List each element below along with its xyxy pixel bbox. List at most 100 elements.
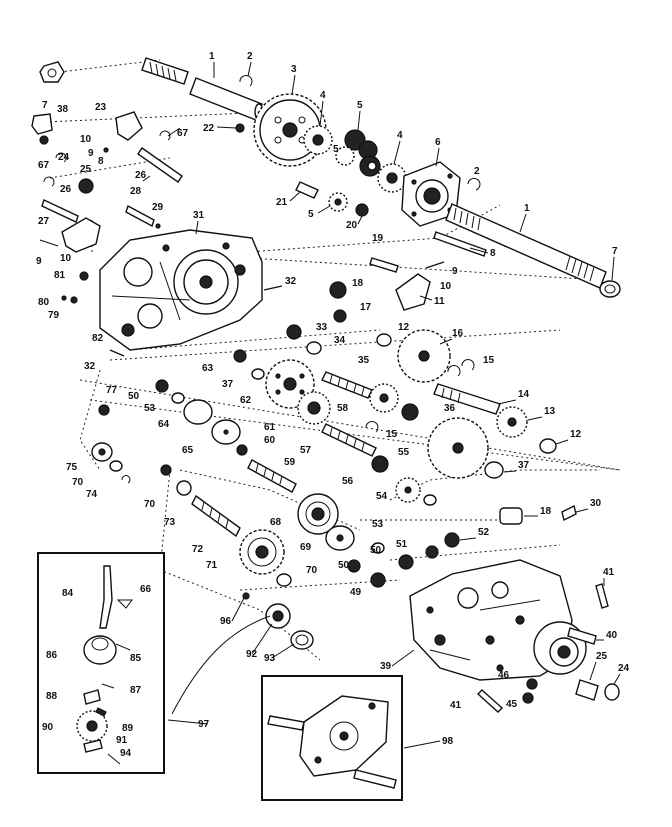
callout-84: 84 (62, 588, 74, 599)
washer-bottom-54 (423, 494, 437, 506)
callout-82: 82 (92, 333, 104, 344)
callout-70b: 70 (144, 499, 156, 510)
callout-90: 90 (42, 722, 54, 733)
callout-37a: 37 (222, 379, 234, 390)
shift-housing-86 (83, 635, 117, 665)
callout-1b: 1 (524, 203, 530, 214)
bolt-8b (433, 231, 487, 257)
callout-51: 51 (396, 539, 408, 550)
callout-98: 98 (442, 736, 454, 747)
callout-32a: 32 (285, 276, 297, 287)
clip-74a (121, 475, 131, 484)
clip-15a (447, 365, 461, 377)
callout-56: 56 (342, 476, 354, 487)
shaft-59 (247, 459, 297, 493)
callout-5c: 5 (308, 209, 314, 220)
shaft-57 (321, 423, 377, 457)
case-half-31 (99, 229, 263, 351)
callout-96: 96 (220, 616, 232, 627)
callout-7a: 7 (42, 100, 48, 111)
callout-34: 34 (334, 335, 346, 346)
gear-5c (328, 192, 348, 212)
gear-54 (395, 477, 421, 503)
inset-box-97 (37, 552, 165, 774)
bolt-9-10b (425, 261, 445, 269)
callout-27: 27 (38, 216, 50, 227)
dashed-leader-lines (44, 59, 621, 661)
disc-64 (183, 399, 213, 425)
callout-29: 29 (152, 202, 164, 213)
bushing-51 (425, 545, 439, 559)
gear-62 (265, 359, 315, 409)
callout-17: 17 (360, 302, 372, 313)
callout-9a: 9 (88, 148, 94, 159)
callout-8a: 8 (98, 156, 104, 167)
callout-50b: 50 (370, 545, 382, 556)
case-half-39 (409, 559, 587, 681)
callout-71: 71 (206, 560, 218, 571)
rod-26a (137, 147, 183, 183)
callout-60: 60 (264, 435, 276, 446)
top-shaft-assembly (39, 57, 621, 298)
callout-8b: 8 (490, 248, 496, 259)
connector-curve (171, 615, 271, 715)
inset-box-98 (261, 675, 403, 801)
callout-36: 36 (444, 403, 456, 414)
callout-86: 86 (46, 650, 58, 661)
bushing-46 (526, 678, 538, 690)
bushing-36 (401, 403, 419, 421)
bolt-9-10 (39, 239, 59, 247)
callout-41b: 41 (450, 700, 462, 711)
callout-80: 80 (38, 297, 50, 308)
callout-67a: 67 (177, 128, 189, 139)
shift-linkage-parts (31, 111, 183, 304)
bushing-50a (155, 379, 169, 393)
bracket-38 (31, 113, 53, 135)
bushing-73 (176, 480, 192, 496)
bushing-50c (347, 559, 361, 573)
clip-66 (116, 599, 133, 609)
washer-75 (91, 442, 113, 462)
washer-12b (539, 438, 557, 454)
spring-clip-67a (159, 130, 171, 141)
clip-15b (365, 421, 379, 433)
callout-10b: 10 (60, 253, 72, 264)
bolt-41b (476, 689, 504, 713)
callout-69: 69 (300, 542, 312, 553)
callout-19: 19 (372, 233, 384, 244)
callout-39: 39 (380, 661, 392, 672)
callout-10a: 10 (80, 134, 92, 145)
bushing-20 (355, 203, 369, 217)
bushing-18b (499, 507, 523, 525)
clip-15a2 (461, 359, 475, 371)
callout-54: 54 (376, 491, 388, 502)
snap-ring-2b (467, 177, 481, 191)
callout-2b: 2 (474, 166, 480, 177)
gear-4a (303, 125, 333, 155)
shaft-14 (433, 383, 501, 415)
pin-32b (109, 349, 125, 357)
callout-2a: 2 (247, 51, 253, 62)
callout-28: 28 (130, 186, 142, 197)
washer-70a (109, 460, 123, 472)
callout-45: 45 (506, 699, 518, 710)
callout-7b: 7 (612, 246, 618, 257)
shaft-72 (191, 494, 241, 538)
callout-79: 79 (48, 310, 60, 321)
callout-9c: 9 (452, 266, 458, 277)
washer-37a (251, 368, 265, 380)
callout-11: 11 (434, 296, 445, 307)
callout-15b: 15 (386, 429, 398, 440)
callout-labels: 1 2 3 4 5 7 38 23 67 22 10 9 8 24 67 25 … (36, 51, 630, 759)
pin-96 (242, 592, 250, 600)
callout-93: 93 (264, 653, 276, 664)
callout-16: 16 (452, 328, 464, 339)
callout-10c: 10 (440, 281, 452, 292)
bolt-30 (561, 504, 577, 522)
callout-37b: 37 (518, 460, 530, 471)
pin-9-10 (103, 147, 109, 153)
bushing-56 (371, 455, 389, 473)
bushing-49 (370, 572, 386, 588)
callout-62: 62 (240, 395, 252, 406)
fork-27 (61, 217, 101, 253)
